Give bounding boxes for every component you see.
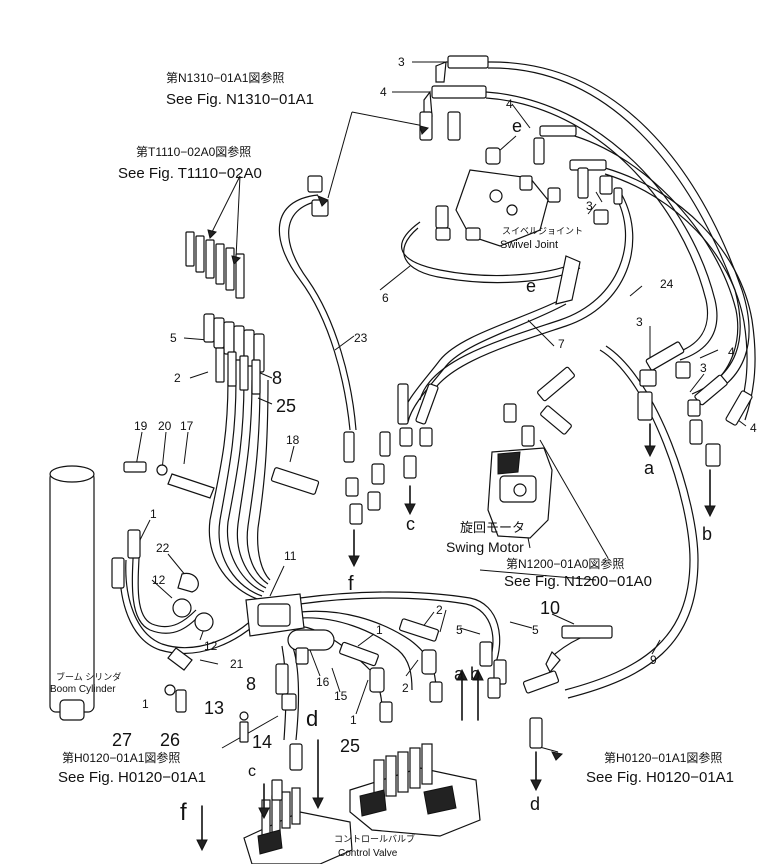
callout-4-right-upper: 4 xyxy=(728,345,735,359)
ref-h0120-right-en: See Fig. H0120−01A1 xyxy=(586,769,734,786)
callout-3-right-lower: 3 xyxy=(700,361,707,375)
callout-20: 20 xyxy=(158,419,172,433)
callout-25-lower: 25 xyxy=(340,736,360,756)
text-labels: 第N1310−01A1図参照 See Fig. N1310−01A1 第T111… xyxy=(50,70,734,859)
letter-e-top: e xyxy=(512,116,522,136)
callout-23: 23 xyxy=(354,331,368,345)
callout-10: 10 xyxy=(540,598,560,618)
callout-18: 18 xyxy=(286,433,300,447)
letter-d-right: d xyxy=(530,794,540,814)
callout-8-upper: 8 xyxy=(272,368,282,388)
callout-13: 13 xyxy=(204,698,224,718)
swing-motor-en: Swing Motor xyxy=(446,539,524,555)
letter-e-mid: e xyxy=(526,276,536,296)
control-valve-drawing xyxy=(243,743,481,864)
callout-26: 26 xyxy=(160,730,180,750)
callout-2-centre: 2 xyxy=(402,681,409,695)
ref-n1200-en: See Fig. N1200−01A0 xyxy=(504,573,652,590)
swivel-joint-jp: スイベルジョイント xyxy=(502,226,583,236)
ref-n1310-jp: 第N1310−01A1図参照 xyxy=(166,70,284,85)
callout-27: 27 xyxy=(112,730,132,750)
letter-f-lower: f xyxy=(180,799,187,826)
ref-t1110-en: See Fig. T1110−02A0 xyxy=(118,165,262,182)
callout-21: 21 xyxy=(230,657,244,671)
callout-4-upper-right: 4 xyxy=(506,97,513,111)
boom-cylinder-jp: ブーム シリンダ xyxy=(56,671,121,682)
callout-14: 14 xyxy=(252,732,272,752)
callout-1-boom: 1 xyxy=(150,507,157,521)
control-valve-en: Control Valve xyxy=(338,848,398,859)
callout-6: 6 xyxy=(382,291,389,305)
swivel-joint-en: Swivel Joint xyxy=(500,239,558,251)
callout-5-centre: 5 xyxy=(456,623,463,637)
letter-f-mid: f xyxy=(348,573,354,595)
callout-25-upper: 25 xyxy=(276,396,296,416)
letter-c-mid: c xyxy=(406,514,415,534)
callout-3-right: 3 xyxy=(636,315,643,329)
hose-lines xyxy=(119,61,756,741)
callout-7: 7 xyxy=(558,337,565,351)
callout-1-centre-low: 1 xyxy=(350,713,357,727)
fittings xyxy=(49,55,753,749)
callout-12-lower: 12 xyxy=(204,639,218,653)
callout-8-lower: 8 xyxy=(246,674,256,694)
ref-h0120-left-jp: 第H0120−01A1図参照 xyxy=(62,750,180,765)
callout-15: 15 xyxy=(334,689,348,703)
ref-n1200-jp: 第N1200−01A0図参照 xyxy=(506,556,624,571)
callout-3-upper-right: 3 xyxy=(586,199,593,213)
callout-17: 17 xyxy=(180,419,194,433)
callout-1-lower: 1 xyxy=(142,697,149,711)
callout-16: 16 xyxy=(316,675,330,689)
callout-12-upper: 12 xyxy=(152,573,166,587)
callout-2-upper: 2 xyxy=(436,603,443,617)
callout-1-centre: 1 xyxy=(376,623,383,637)
letter-b-right: b xyxy=(702,524,712,544)
letter-a-right: a xyxy=(644,458,655,478)
ref-n1310-en: See Fig. N1310−01A1 xyxy=(166,91,314,108)
callout-11: 11 xyxy=(284,549,297,563)
callout-5-left: 5 xyxy=(170,331,177,345)
letter-d-lower: d xyxy=(306,706,318,731)
control-valve-jp: コントロールバルブ xyxy=(334,833,415,844)
letter-c-lower: c xyxy=(248,763,256,780)
ref-h0120-left-en: See Fig. H0120−01A1 xyxy=(58,769,206,786)
flow-arrows xyxy=(196,125,716,852)
callout-3-top: 3 xyxy=(398,55,405,69)
callout-24: 24 xyxy=(660,277,674,291)
callout-5-right: 5 xyxy=(532,623,539,637)
swing-motor-drawing xyxy=(487,447,553,539)
part-callouts: 3 4 4 3 6 7 23 24 5 2 8 25 19 20 17 18 1… xyxy=(112,55,757,756)
connection-letters: e e f c a b a b d d c f xyxy=(180,116,712,826)
swing-motor-jp: 旋回モータ xyxy=(460,520,525,535)
callout-9: 9 xyxy=(650,653,657,667)
callout-19: 19 xyxy=(134,419,148,433)
letter-a-centre: a xyxy=(454,664,465,684)
callout-2-left: 2 xyxy=(174,371,181,385)
letter-b-centre: b xyxy=(470,664,480,684)
callout-4-top: 4 xyxy=(380,85,387,99)
callout-4-right-lower: 4 xyxy=(750,421,757,435)
ref-t1110-jp: 第T1110−02A0図参照 xyxy=(136,144,251,159)
callout-22: 22 xyxy=(156,541,170,555)
boom-cylinder-en: Boom Cylinder xyxy=(50,684,116,695)
ref-h0120-right-jp: 第H0120−01A1図参照 xyxy=(604,750,722,765)
